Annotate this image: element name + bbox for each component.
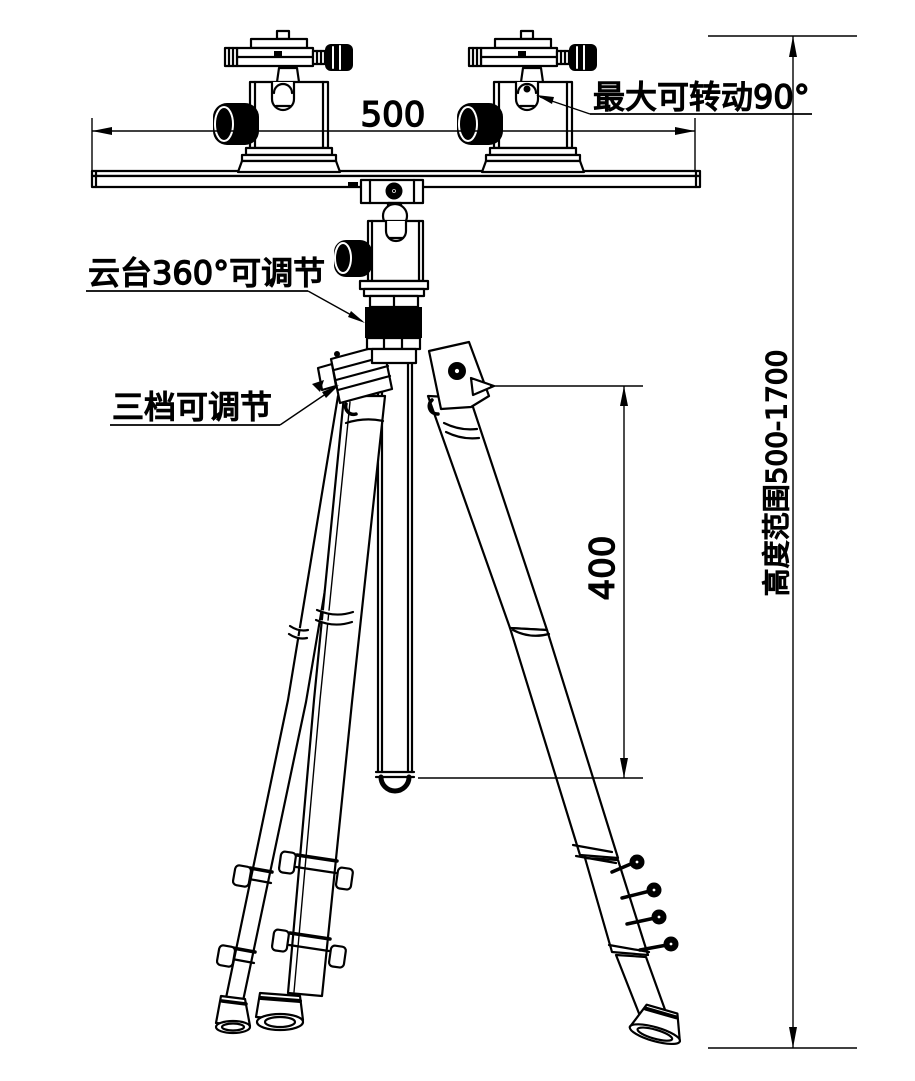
arrowhead (620, 386, 628, 406)
dim-400-text: 400 (583, 536, 623, 601)
right-foot (628, 1003, 682, 1046)
front-left-foot (254, 991, 305, 1032)
arrowhead (92, 127, 112, 135)
latch-pointer (312, 380, 324, 392)
right-leg (426, 394, 682, 1046)
rotation-index-dot (523, 85, 531, 93)
arrowhead (620, 758, 628, 778)
front-leg-lock-1 (277, 850, 354, 891)
height-range-text: 高度范围500-1700 (760, 350, 793, 597)
back-left-foot (214, 994, 252, 1035)
front-leg-lock-2 (270, 928, 347, 969)
dimension-400: 400 (418, 385, 643, 779)
right-leg-flip-locks (610, 854, 679, 952)
front-left-leg (254, 394, 387, 1032)
label-three-position: 三档可调节 (110, 385, 339, 427)
arrowhead (675, 127, 695, 135)
ball-head-label-text: 云台360°可调节 (88, 254, 325, 292)
arrowhead (789, 1027, 797, 1048)
column-hook (378, 774, 412, 794)
back-leg-lock-1 (231, 864, 274, 888)
label-ball-head-360: 云台360°可调节 (86, 253, 365, 323)
left-ball-head (211, 29, 355, 174)
label-max-rotation: 最大可转动90° (536, 77, 812, 117)
leader-arrowhead (536, 95, 554, 104)
dimension-500: 500 (91, 94, 696, 171)
dimension-height-range: 高度范围500-1700 (708, 35, 857, 1049)
adjustment-collar (365, 307, 422, 338)
leader-arrowhead (322, 385, 339, 398)
three-position-text: 三档可调节 (112, 388, 272, 426)
right-leg-hinge (427, 340, 496, 416)
leader-arrowhead (348, 311, 365, 323)
max-rotation-text: 最大可转动90° (593, 78, 810, 116)
back-leg-lock-2 (215, 944, 257, 968)
arrowhead (789, 36, 797, 57)
center-ball-head (334, 178, 430, 365)
right-ball-head (455, 29, 599, 174)
dim-500-text: 500 (361, 95, 426, 135)
